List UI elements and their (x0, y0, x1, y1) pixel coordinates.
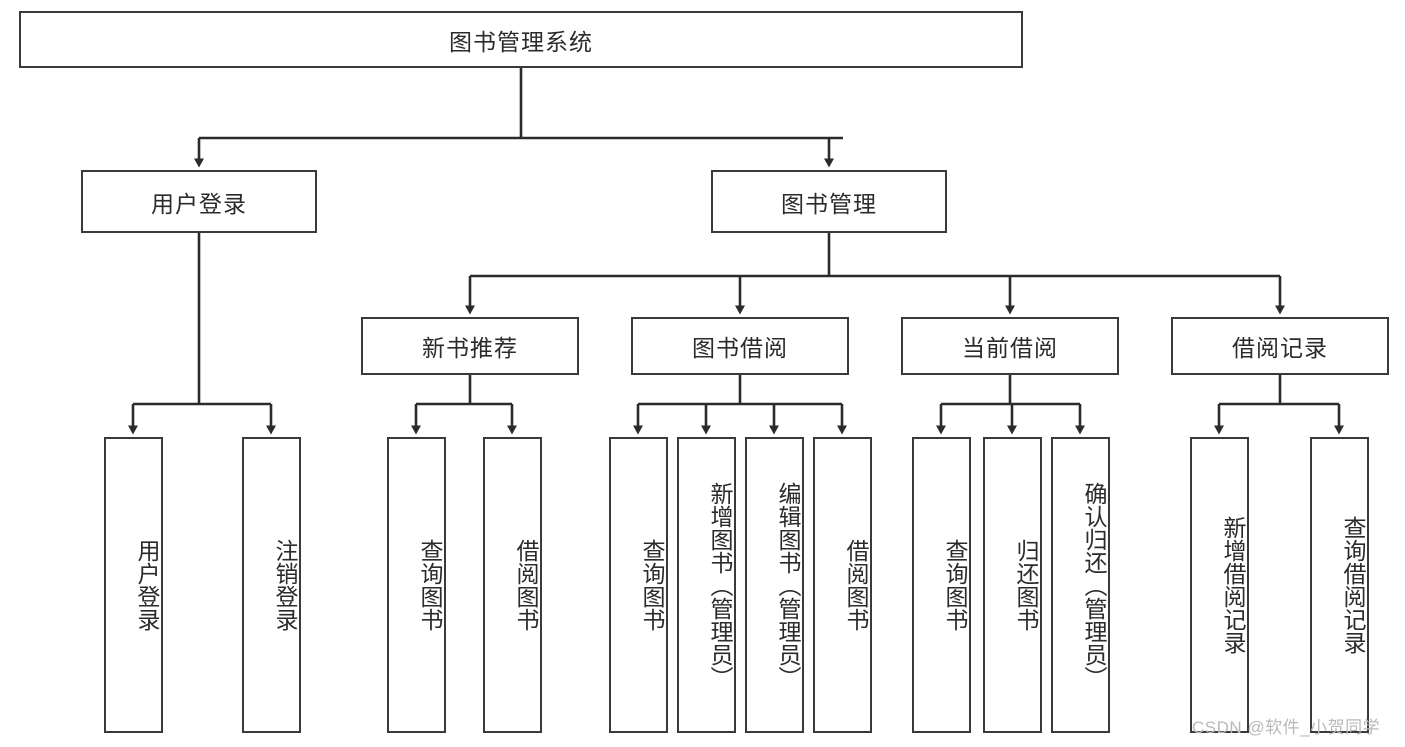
node-book-borrow[interactable]: 图书借阅 (631, 317, 849, 375)
node-leaf-borrow-book-2[interactable]: 借阅图书 (813, 437, 872, 733)
node-leaf-confirm-return[interactable]: 确认归还（管理员） (1051, 437, 1110, 733)
node-leaf-add-record[interactable]: 新增借阅记录 (1190, 437, 1249, 733)
node-leaf-return-book[interactable]: 归还图书 (983, 437, 1042, 733)
node-leaf-borrow-book-2-label: 借阅图书 (843, 539, 869, 631)
node-new-book-rec[interactable]: 新书推荐 (361, 317, 579, 375)
node-leaf-confirm-return-label: 确认归还（管理员） (1081, 481, 1107, 689)
node-borrow-record[interactable]: 借阅记录 (1171, 317, 1389, 375)
watermark: CSDN @软件_小贺同学 (1192, 718, 1381, 737)
node-leaf-borrow-book-1[interactable]: 借阅图书 (483, 437, 542, 733)
node-book-manage-label: 图书管理 (781, 190, 877, 217)
node-leaf-borrow-book-1-label: 借阅图书 (513, 539, 539, 631)
node-user-login[interactable]: 用户登录 (81, 170, 317, 233)
node-current-borrow[interactable]: 当前借阅 (901, 317, 1119, 375)
node-leaf-query-book-2-label: 查询图书 (639, 539, 665, 631)
node-leaf-add-book-label: 新增图书（管理员） (707, 481, 733, 689)
node-book-manage[interactable]: 图书管理 (711, 170, 947, 233)
node-new-book-rec-label: 新书推荐 (422, 335, 518, 361)
node-leaf-edit-book[interactable]: 编辑图书（管理员） (745, 437, 804, 733)
node-leaf-user-login-label: 用户登录 (134, 539, 160, 631)
node-leaf-logout-label: 注销登录 (272, 539, 298, 631)
node-book-borrow-label: 图书借阅 (692, 335, 788, 361)
node-leaf-query-book-2[interactable]: 查询图书 (609, 437, 668, 733)
node-leaf-query-book-3-label: 查询图书 (942, 539, 968, 631)
node-current-borrow-label: 当前借阅 (962, 335, 1058, 361)
node-root-label: 图书管理系统 (449, 28, 593, 55)
node-leaf-edit-book-label: 编辑图书（管理员） (775, 481, 801, 689)
node-leaf-query-record[interactable]: 查询借阅记录 (1310, 437, 1369, 733)
node-leaf-add-book[interactable]: 新增图书（管理员） (677, 437, 736, 733)
node-borrow-record-label: 借阅记录 (1232, 335, 1328, 361)
node-root[interactable]: 图书管理系统 (19, 11, 1023, 68)
node-leaf-return-book-label: 归还图书 (1013, 539, 1039, 631)
node-leaf-query-book-1-label: 查询图书 (417, 539, 443, 631)
node-leaf-query-book-3[interactable]: 查询图书 (912, 437, 971, 733)
node-leaf-user-login[interactable]: 用户登录 (104, 437, 163, 733)
node-leaf-query-record-label: 查询借阅记录 (1340, 516, 1366, 654)
node-user-login-label: 用户登录 (151, 190, 247, 217)
node-leaf-query-book-1[interactable]: 查询图书 (387, 437, 446, 733)
node-leaf-add-record-label: 新增借阅记录 (1220, 516, 1246, 654)
node-leaf-logout[interactable]: 注销登录 (242, 437, 301, 733)
